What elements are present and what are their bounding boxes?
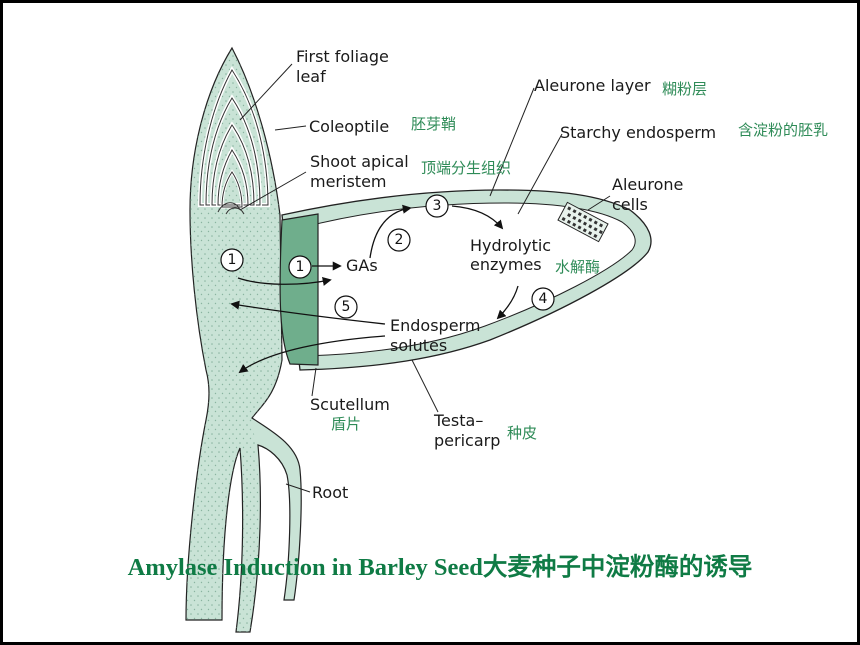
scutellum: [279, 213, 319, 366]
cn-meristem: 顶端分生组织: [421, 159, 511, 177]
label-endosperm: Endosperm: [390, 316, 480, 335]
label-gas: GAs: [346, 256, 378, 275]
label-leaf: leaf: [296, 67, 326, 86]
label-first-foliage: First foliage: [296, 47, 389, 66]
svg-text:5: 5: [342, 299, 351, 315]
svg-text:2: 2: [395, 232, 404, 248]
cn-starchy-endosperm: 含淀粉的胚乳: [738, 121, 828, 139]
cn-coleoptile: 胚芽鞘: [411, 115, 456, 133]
aleurone-cells-box: [557, 201, 609, 243]
leader-lines: [239, 63, 611, 493]
step-1b: 1: [288, 255, 312, 279]
step-3: 3: [425, 194, 449, 218]
svg-text:1: 1: [228, 252, 237, 268]
svg-text:3: 3: [433, 198, 442, 214]
label-meristem: meristem: [310, 172, 387, 191]
label-starchy-endosperm: Starchy endosperm: [560, 123, 716, 142]
step-markers: 1 1 2 3 4 5: [220, 194, 555, 319]
label-shoot-apical: Shoot apical: [310, 152, 409, 171]
svg-text:1: 1: [296, 259, 305, 275]
label-aleurone: Aleurone: [612, 175, 683, 194]
label-pericarp: pericarp: [434, 431, 500, 450]
label-solutes: solutes: [390, 336, 447, 355]
seed: [281, 189, 652, 371]
cn-testa: 种皮: [507, 424, 537, 442]
step-2: 2: [387, 228, 411, 252]
cn-enzymes: 水解酶: [555, 258, 600, 276]
label-cells: cells: [612, 195, 648, 214]
label-coleoptile: Coleoptile: [309, 117, 389, 136]
label-testa: Testa–: [433, 411, 483, 430]
svg-text:4: 4: [539, 291, 548, 307]
seedling: [185, 46, 302, 633]
label-aleurone-layer: Aleurone layer: [534, 76, 651, 95]
cn-scutellum: 盾片: [331, 415, 361, 433]
step-4: 4: [531, 287, 555, 311]
label-hydrolytic: Hydrolytic: [470, 236, 551, 255]
slide-caption: Amylase Induction in Barley Seed大麦种子中淀粉酶…: [127, 554, 753, 581]
label-enzymes: enzymes: [470, 255, 542, 274]
process-arrows: [230, 204, 519, 374]
step-1a: 1: [220, 248, 244, 272]
endosperm-inner: [299, 202, 636, 357]
label-scutellum: Scutellum: [310, 395, 390, 414]
step-5: 5: [334, 295, 358, 319]
cn-aleurone-layer: 糊粉层: [662, 80, 707, 98]
label-root: Root: [312, 483, 348, 502]
